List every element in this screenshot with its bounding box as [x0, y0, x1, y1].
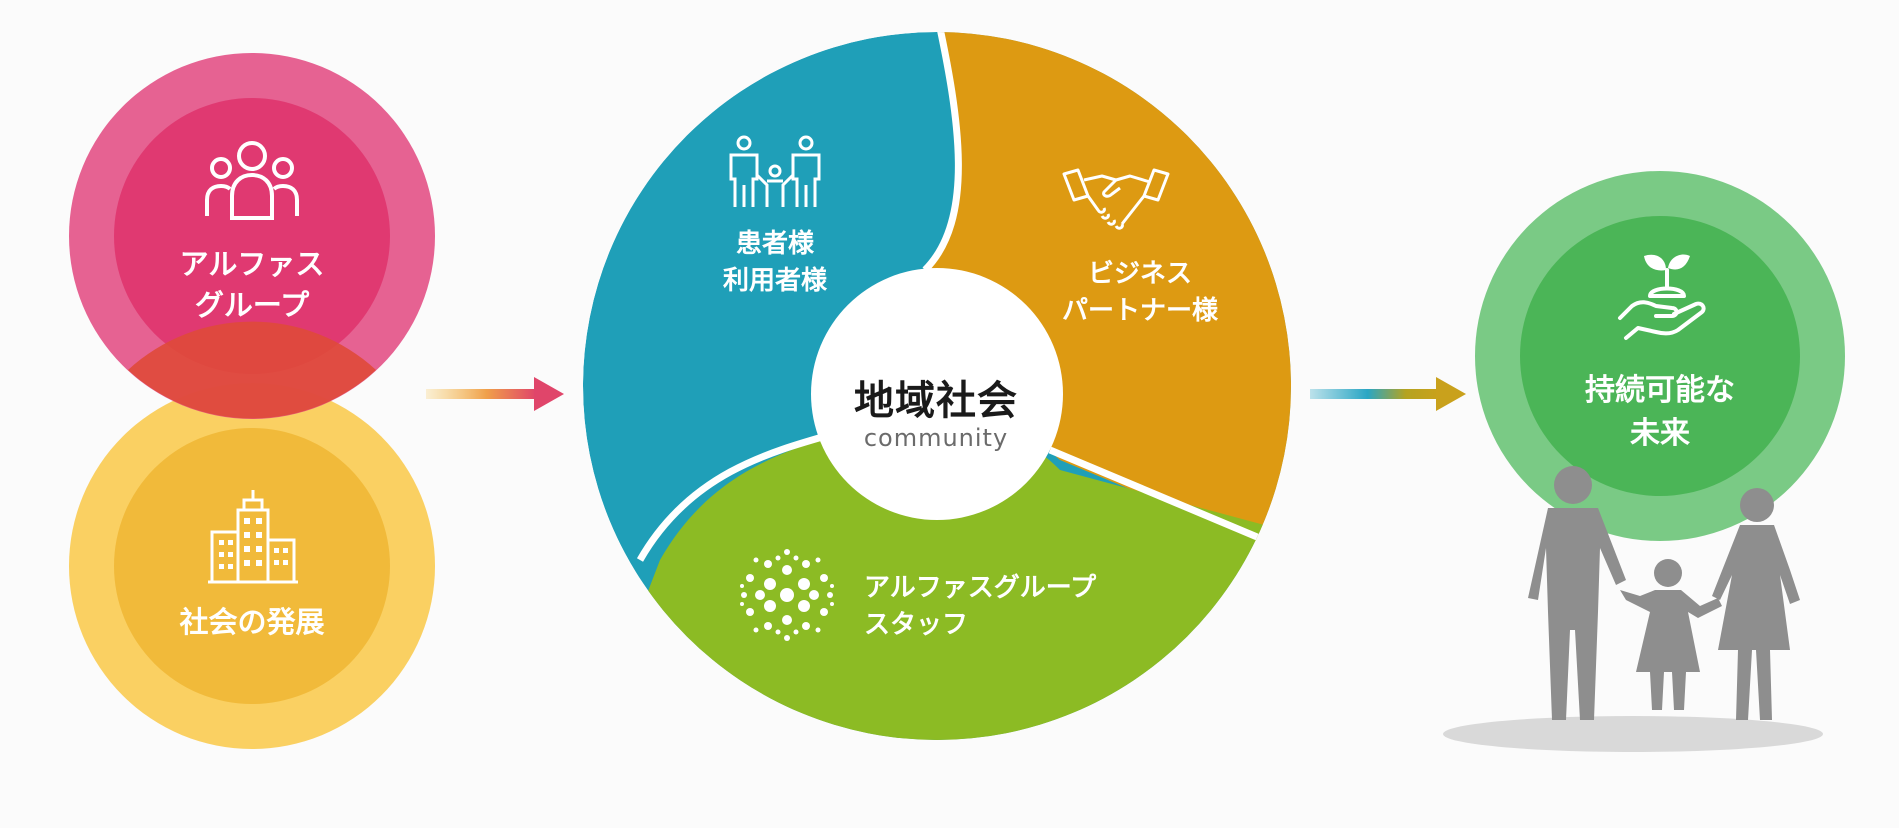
group-label: アルファス グループ: [179, 247, 325, 323]
ground-shadow: [1443, 716, 1823, 752]
sprout-hand-icon: [1618, 254, 1706, 340]
city-buildings-icon: [208, 490, 298, 584]
future-label: 持続可能な 未来: [1585, 373, 1735, 451]
staff-label: アルファスグループ スタッフ: [864, 573, 1097, 640]
dot-network-icon: [740, 549, 834, 641]
family-silhouette-icon: [1528, 466, 1800, 720]
arrow-to-future: [1310, 377, 1466, 411]
society-circle: [69, 383, 435, 749]
patients-label: 患者様 利用者様: [722, 229, 827, 296]
community-center: [811, 268, 1063, 520]
family-icon: [729, 135, 821, 207]
future-circle: [1475, 171, 1845, 541]
community-subtitle: community: [863, 424, 1009, 452]
people-group-icon: [205, 141, 299, 220]
handshake-icon: [1062, 168, 1170, 230]
society-label: 社会の発展: [179, 605, 325, 639]
circle-overlap: [128, 321, 376, 419]
partners-label: ビジネス パートナー様: [1061, 259, 1218, 326]
arrow-to-community: [426, 377, 564, 411]
community-title: 地域社会: [854, 378, 1018, 424]
group-circle: [69, 53, 435, 419]
